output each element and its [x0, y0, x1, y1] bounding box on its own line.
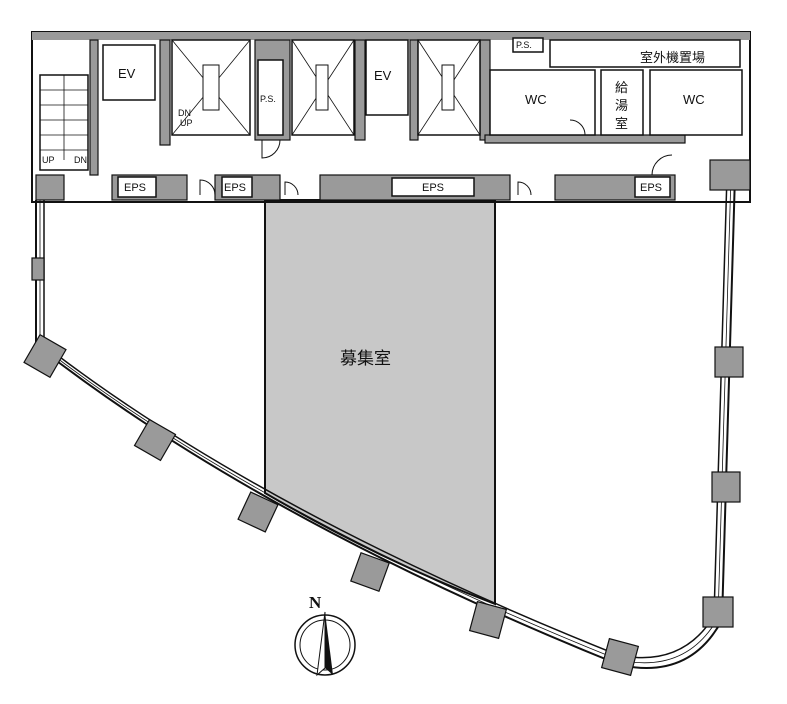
- vacancy-room-area[interactable]: [264, 199, 496, 606]
- ps-left-label: P.S.: [260, 94, 276, 104]
- eps-room-1: [117, 176, 157, 198]
- eps-label-3: EPS: [422, 182, 444, 194]
- ps-top-label: P.S.: [516, 40, 532, 50]
- eps-label-1: EPS: [124, 182, 146, 194]
- kitchenette-room: [600, 69, 644, 136]
- stair-dn-label: DN: [74, 155, 87, 165]
- stair-up-label: UP: [42, 155, 55, 165]
- eps-room-3: [391, 177, 475, 197]
- columns: [23, 257, 744, 677]
- stair2-up-label: UP: [180, 118, 193, 128]
- outdoor-unit-label: 室外機置場: [640, 50, 705, 66]
- elevator-center: [365, 39, 409, 116]
- kitchenette-label-2: 湯: [615, 99, 628, 114]
- wc-right-room: [649, 69, 743, 136]
- north-arrow-icon: N: [294, 593, 356, 677]
- ev-left-label: EV: [118, 66, 136, 81]
- outdoor-unit-area: [549, 39, 741, 68]
- stair2-dn-label: DN: [178, 108, 191, 118]
- wc-left-label: WC: [525, 92, 547, 107]
- ev-center-label: EV: [374, 68, 392, 83]
- kitchenette-label-1: 給: [615, 81, 628, 96]
- eps-room-2: [221, 176, 253, 198]
- eps-room-4: [634, 176, 671, 198]
- eps-label-4: EPS: [640, 182, 662, 194]
- doors: [199, 119, 673, 196]
- ps-top-room: [512, 37, 544, 53]
- ps-left-room: [257, 59, 284, 136]
- north-label: N: [309, 593, 322, 612]
- eps-label-2: EPS: [224, 182, 246, 194]
- kitchenette-label-3: 室: [615, 116, 628, 132]
- elevator-left: [102, 44, 156, 101]
- vacancy-room-label: 募集室: [340, 349, 391, 369]
- wc-left-room: [489, 69, 596, 136]
- wc-right-label: WC: [683, 92, 705, 107]
- top-wall: [32, 32, 750, 40]
